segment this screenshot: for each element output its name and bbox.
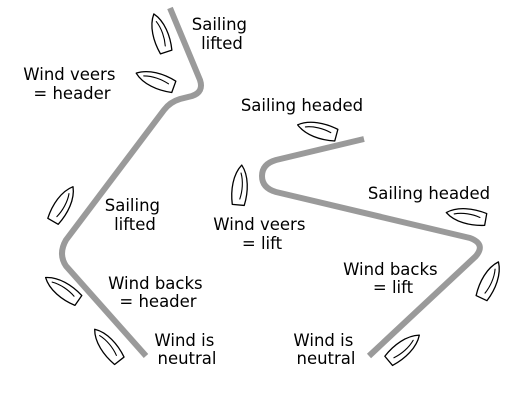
label-sailing-headed-right: Sailing headed <box>368 184 490 203</box>
sailboat-icon <box>295 116 339 144</box>
sailboat-icon <box>145 10 175 56</box>
sailboat-icon <box>132 65 178 95</box>
label-sailing-lifted-top: Sailing lifted <box>192 15 253 53</box>
left-course-track <box>59 6 204 358</box>
label-wind-neutral-left: Wind is neutral <box>154 331 219 368</box>
right-course-track <box>259 136 483 359</box>
sailboat-icon <box>45 182 81 226</box>
label-wind-backs-header: Wind backs = header <box>108 274 208 311</box>
sailboat-icon <box>230 163 250 207</box>
label-sailing-lifted-mid: Sailing lifted <box>105 196 166 234</box>
sailboat-icon <box>474 258 506 302</box>
label-wind-backs-lift: Wind backs = lift <box>343 260 443 297</box>
sailboat-icon <box>444 204 488 228</box>
label-sailing-headed-top: Sailing headed <box>241 96 363 115</box>
label-wind-veers-lift: Wind veers = lift <box>213 215 310 253</box>
label-wind-veers-header: Wind veers = header <box>23 65 120 103</box>
label-wind-neutral-right: Wind is neutral <box>293 331 358 368</box>
